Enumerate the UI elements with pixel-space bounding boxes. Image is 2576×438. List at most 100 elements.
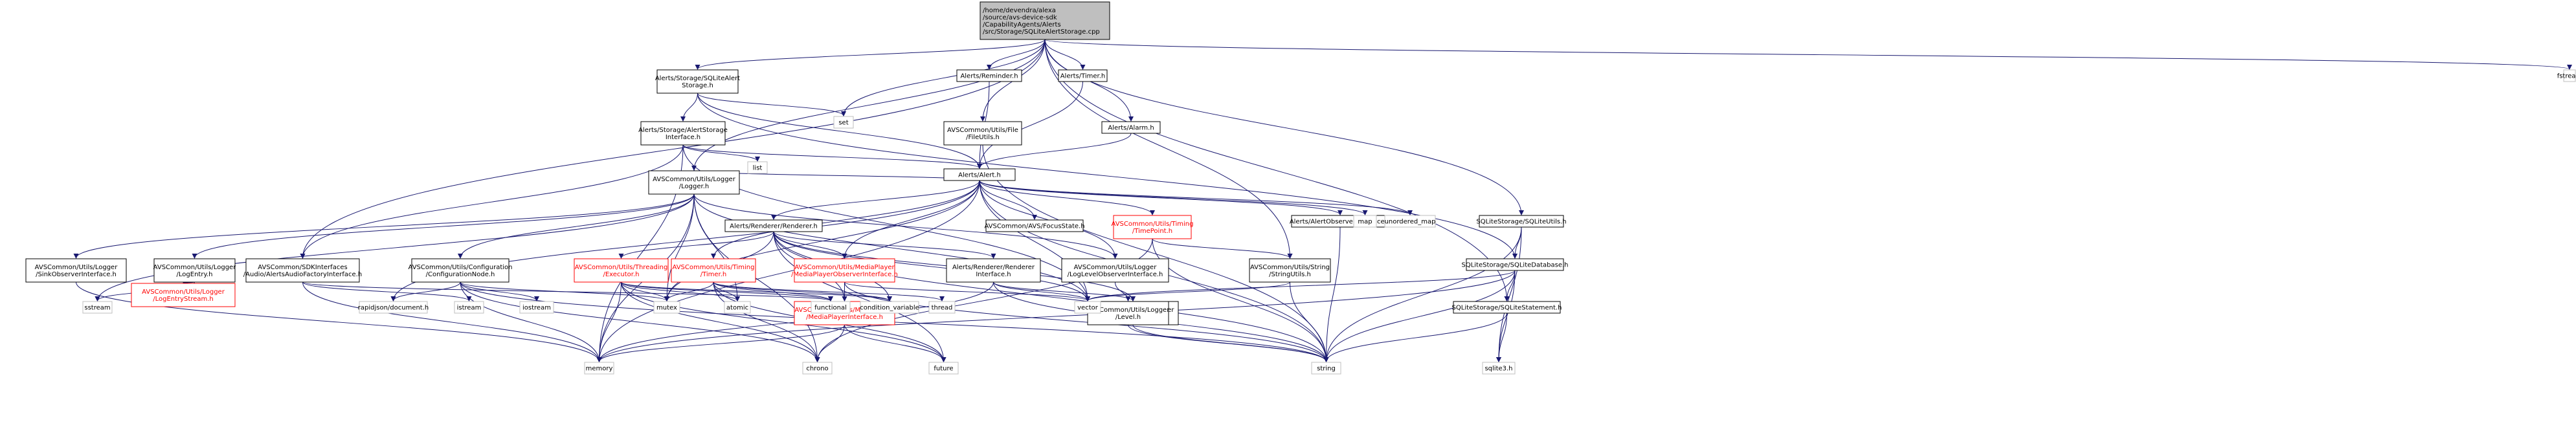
node-label: Alerts/Renderer/Renderer.h: [730, 223, 818, 230]
node-box: [1101, 121, 1161, 134]
node-label: /LogLevelObserverInterface.h: [1068, 271, 1163, 278]
edge-configuration_node-to-memory: [460, 281, 602, 362]
node-timer[interactable]: Alerts/Timer.h: [1058, 69, 1108, 82]
node-unordered-map: unordered_map: [1384, 215, 1436, 228]
edge-timing_timer-to-thread: [713, 281, 945, 301]
node-label: thread: [932, 305, 953, 312]
node-label: AVSCommon/AVS/FocusState.h: [984, 223, 1084, 230]
node-timing-timer[interactable]: AVSCommon/Utils/Timing/Timer.h: [671, 258, 756, 283]
node-log-level[interactable]: AVSCommon/Utils/Logger/Level.h: [1087, 301, 1170, 325]
node-box: [153, 258, 236, 283]
node-alert[interactable]: Alerts/Alert.h: [943, 168, 1016, 181]
edge-time_point-to-string: [1152, 238, 1329, 362]
node-log-entry[interactable]: AVSCommon/Utils/Logger/LogEntry.h: [153, 258, 237, 283]
node-istream: istream: [454, 301, 484, 314]
node-label: future: [934, 366, 953, 373]
node-logger[interactable]: AVSCommon/Utils/Logger/Logger.h: [648, 170, 740, 195]
node-box: [747, 161, 768, 174]
node-box: [1353, 215, 1377, 228]
node-label: mutex: [656, 305, 677, 312]
edge-alert-to-map: [979, 180, 1368, 215]
node-time-point[interactable]: AVSCommon/Utils/Timing/TimePoint.h: [1112, 215, 1194, 239]
edge-audio_factory-to-istream: [302, 281, 472, 301]
node-box: [802, 362, 833, 375]
node-label: /StringUtils.h: [1269, 271, 1311, 278]
node-label: Storage.h: [682, 82, 713, 89]
node-box: [928, 301, 956, 314]
edge-sqlite_alert_storage-to-sqlite_database: [697, 93, 1518, 259]
node-configuration-node[interactable]: AVSCommon/Utils/Configuration/Configurat…: [409, 258, 513, 283]
node-alarm[interactable]: Alerts/Alarm.h: [1101, 121, 1161, 134]
node-log-entry-stream[interactable]: AVSCommon/Utils/Logger/LogEntryStream.h: [131, 283, 236, 307]
node-label: /SinkObserverInterface.h: [36, 271, 117, 278]
edge-alarm-to-alert: [977, 133, 1132, 169]
node-reminder[interactable]: Alerts/Reminder.h: [956, 69, 1022, 82]
edge-renderer-to-string: [773, 231, 1329, 362]
node-file-utils[interactable]: AVSCommon/Utils/File/FileUtils.h: [943, 121, 1022, 146]
node-focus-state[interactable]: AVSCommon/AVS/FocusState.h: [984, 219, 1085, 232]
edge-renderer-to-executor: [618, 231, 774, 259]
node-media-player-observer[interactable]: AVSCommon/Utils/MediaPlayer/MediaPlayerO…: [791, 258, 898, 283]
edge-media_player_interface-to-future: [844, 324, 946, 362]
node-box: [671, 258, 756, 283]
node-sqlite-statement[interactable]: SQLiteStorage/SQLiteStatement.h: [1452, 301, 1562, 314]
node-label: map: [1358, 219, 1372, 226]
edge-alert-to-memory: [596, 180, 980, 362]
node-set: set: [833, 116, 854, 129]
node-renderer[interactable]: Alerts/Renderer/Renderer.h: [724, 219, 823, 232]
node-label: AVSCommon/Utils/Logger: [153, 264, 237, 271]
node-box: [411, 258, 510, 283]
node-box: [943, 168, 1016, 181]
node-box: [833, 116, 854, 129]
node-box: [648, 170, 740, 195]
node-label: Alerts/Storage/SQLiteAlert: [655, 75, 740, 82]
node-label: AVSCommon/Utils/Logger: [1074, 264, 1158, 271]
node-box: [653, 301, 680, 314]
node-log-level-observer[interactable]: AVSCommon/Utils/Logger/LogLevelObserverI…: [1061, 258, 1169, 283]
node-label: iostream: [522, 305, 551, 312]
edge-timing_timer-to-functional: [713, 281, 833, 301]
edge-alert_storage_interface-to-alert: [682, 144, 982, 169]
node-string-utils[interactable]: AVSCommon/Utils/String/StringUtils.h: [1249, 258, 1331, 283]
edge-executor-to-memory: [596, 281, 622, 362]
node-label: Alerts/Alarm.h: [1108, 125, 1154, 132]
node-label: Interface.h: [666, 134, 700, 141]
edge-media_player_interface-to-chrono: [814, 324, 845, 362]
node-sqlite-utils[interactable]: SQLiteStorage/SQLiteUtils.h: [1476, 215, 1567, 228]
node-string: string: [1311, 362, 1341, 375]
edge-configuration_node-to-mutex: [460, 281, 669, 301]
node-executor[interactable]: AVSCommon/Utils/Threading/Executor.h: [574, 258, 669, 283]
node-box: [2563, 69, 2576, 82]
node-box: [1311, 362, 1341, 375]
node-audio-factory[interactable]: AVSCommon/SDKInterfaces/Audio/AlertsAudi…: [243, 258, 362, 283]
node-root[interactable]: /home/devendra/alexa/source/avs-device-s…: [980, 1, 1110, 40]
node-label: AVSCommon/Utils/MediaPlayer: [794, 264, 895, 271]
node-sqlite-alert-storage[interactable]: Alerts/Storage/SQLiteAlertStorage.h: [655, 69, 740, 94]
edge-logger-to-atomic: [693, 193, 740, 301]
node-label: Alerts/Timer.h: [1060, 73, 1106, 80]
edge-sqlite_alert_storage-to-set: [697, 93, 846, 116]
node-sink-observer[interactable]: AVSCommon/Utils/Logger/SinkObserverInter…: [25, 258, 127, 283]
node-label: Alerts/Storage/AlertStorage: [638, 127, 728, 134]
edge-timer-to-alert: [977, 81, 1083, 169]
node-label: AVSCommon/SDKInterfaces: [258, 264, 347, 271]
edge-sqlite_alert_storage-to-alert: [697, 93, 982, 169]
node-label: /Level.h: [1115, 314, 1141, 321]
node-label: /FileUtils.h: [966, 134, 1000, 141]
node-box: [1058, 69, 1108, 82]
node-sqlite-database[interactable]: SQLiteStorage/SQLiteDatabase.h: [1461, 258, 1569, 271]
node-label: Interface.h: [976, 271, 1011, 278]
node-label: AVSCommon/Utils/Timing: [673, 264, 755, 271]
edge-configuration_node-to-iostream: [460, 281, 539, 301]
node-label: AVSCommon/Utils/Logger: [653, 176, 736, 183]
node-label: AVSCommon/Utils/Logger: [35, 264, 118, 271]
edge-sqlite_database-to-sqlite_statement: [1504, 270, 1516, 301]
node-label: SQLiteStorage/SQLiteDatabase.h: [1461, 262, 1568, 269]
node-label: /source/avs-device-sdk: [983, 14, 1057, 21]
edge-root-to-set: [841, 39, 1046, 116]
node-label: chrono: [806, 366, 828, 373]
node-box: [928, 362, 959, 375]
